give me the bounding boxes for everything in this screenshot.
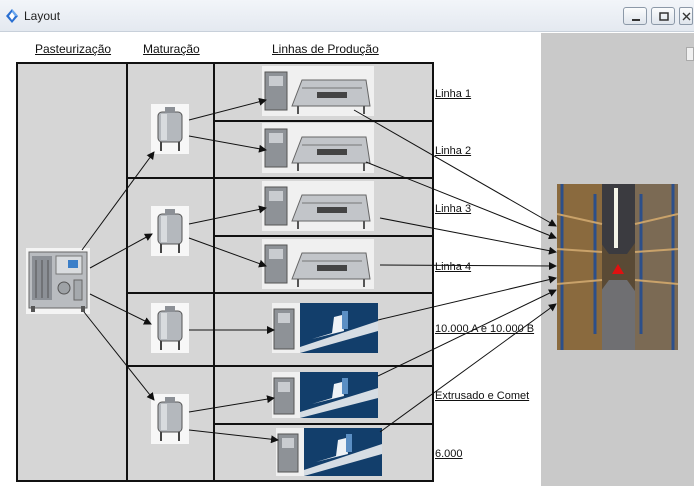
production-line-gray-icon <box>262 123 374 173</box>
close-button[interactable] <box>679 7 693 25</box>
minimize-button[interactable] <box>623 7 647 25</box>
production-line-blue-icon <box>272 303 378 353</box>
header-pasteurization: Pasteurização <box>35 42 111 56</box>
close-icon <box>680 8 694 26</box>
maximize-button[interactable] <box>651 7 675 25</box>
scrollbar-thumb[interactable] <box>686 47 694 61</box>
production-line-gray-icon <box>262 239 374 289</box>
maximize-icon <box>652 8 676 26</box>
row-divider <box>213 120 434 122</box>
maturation-tank-icon <box>151 104 189 154</box>
layout-app-icon <box>4 8 20 24</box>
row-divider <box>126 365 434 367</box>
line-label-1: Linha 1 <box>435 88 471 100</box>
row-divider <box>126 292 434 294</box>
header-maturation: Maturação <box>143 42 200 56</box>
maturation-tank-icon <box>151 394 189 444</box>
production-line-blue-icon <box>272 372 378 418</box>
production-line-gray-icon <box>262 66 374 116</box>
row-divider <box>213 235 434 237</box>
line-label-6: Extrusado e Comet <box>435 390 529 402</box>
line-label-7: 6.000 <box>435 448 463 460</box>
pasteurizer-machine-icon <box>26 248 90 314</box>
row-divider <box>126 177 434 179</box>
maturation-tank-icon <box>151 206 189 256</box>
warehouse-photo <box>557 184 678 350</box>
production-line-gray-icon <box>262 181 374 231</box>
header-production-lines: Linhas de Produção <box>272 42 379 56</box>
column-divider <box>126 62 128 482</box>
line-label-5: 10.000 A e 10.000 B <box>435 323 534 335</box>
production-line-blue-icon <box>276 428 382 476</box>
window-title: Layout <box>24 9 60 23</box>
column-divider <box>213 62 215 482</box>
line-label-2: Linha 2 <box>435 145 471 157</box>
minimize-icon <box>624 8 648 26</box>
maturation-tank-icon <box>151 303 189 353</box>
row-divider <box>213 423 434 425</box>
line-label-3: Linha 3 <box>435 203 471 215</box>
line-label-4: Linha 4 <box>435 261 471 273</box>
window-titlebar: Layout <box>0 0 694 32</box>
